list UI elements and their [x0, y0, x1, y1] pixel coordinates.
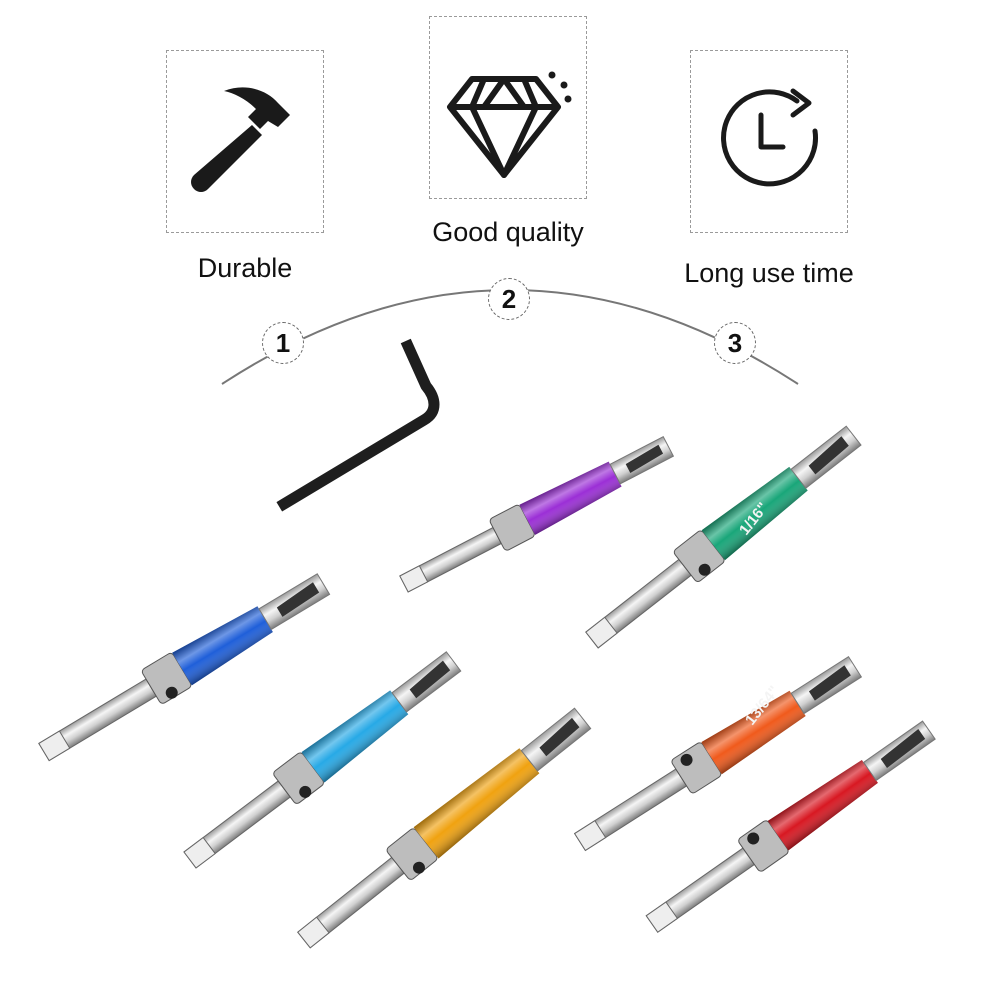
long-use-time-feature-box	[690, 50, 848, 233]
drill-bit-orange	[297, 707, 592, 949]
drill-bit-green	[585, 425, 862, 649]
feature-label-long-use-time: Long use time	[684, 258, 854, 288]
durable-feature-box	[166, 50, 324, 233]
step-1-badge: 1	[262, 322, 304, 364]
diamond-icon	[447, 71, 572, 178]
drill-bit-cyan	[183, 651, 462, 869]
drill-bit-orange-red	[573, 656, 863, 852]
drill-bit-purple	[399, 435, 675, 593]
step-3-badge: 3	[714, 322, 756, 364]
drill-bit-red	[645, 720, 936, 933]
feature-label-durable: Durable	[197, 253, 293, 283]
clock-icon	[721, 88, 818, 187]
step-2-badge: 2	[488, 278, 530, 320]
hex-key	[276, 338, 440, 512]
feature-label-good-quality: Good quality	[432, 217, 584, 247]
hammer-icon	[191, 87, 290, 192]
drill-bit-blue	[38, 573, 331, 762]
good-quality-feature-box	[429, 16, 587, 199]
